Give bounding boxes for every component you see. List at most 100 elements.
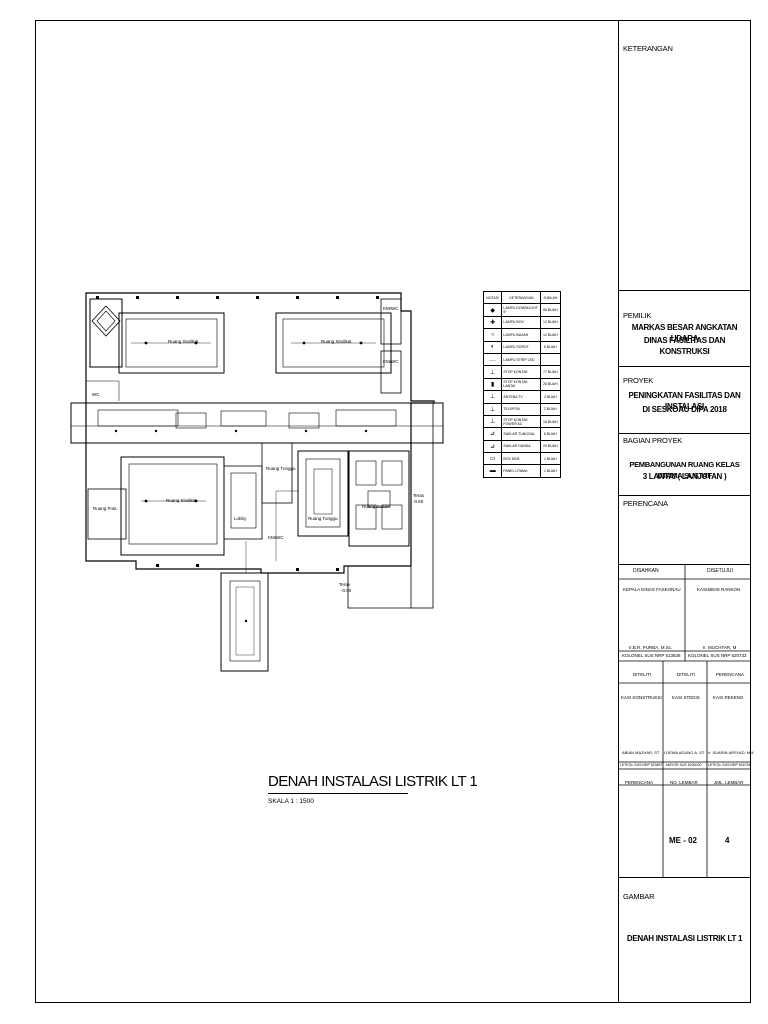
- legend-header: NOTASI KETERANGAN JUMLAH: [482, 290, 562, 305]
- perencana-col-label: PERENCANA: [625, 780, 654, 785]
- keterangan-label: KETERANGAN: [623, 44, 673, 53]
- legend-desc: BOX MCB: [501, 452, 541, 466]
- room-label: Ruang Tunggu: [308, 516, 338, 521]
- legend-qty: 1 BUAH: [539, 452, 562, 466]
- legend-symbol: ○: [482, 328, 503, 342]
- signer-name: Ir.B.R. PURBA, M.Sc.: [629, 645, 673, 650]
- perencana-section: PERENCANA: [619, 496, 750, 565]
- jml-lembar-label: JML. LEMBAR: [714, 780, 744, 785]
- kepala-label: KEPALA DINAS FASKONAU: [623, 587, 681, 592]
- pemilik-label: PEMILIK: [623, 311, 652, 320]
- proyek-line-2: DI SESKOAU DIPA 2018: [642, 405, 727, 414]
- drawing-title-underline: [268, 793, 408, 794]
- room-label: Teras: [339, 582, 351, 587]
- room-label: KM/WC: [268, 535, 284, 540]
- legend-qty: 86 BUAH: [539, 303, 562, 317]
- legend-header-cell: NOTASI: [482, 290, 503, 305]
- sheet-number-section: ME - 02 4: [619, 795, 750, 878]
- sheet-number-dividers: [662, 795, 708, 878]
- room-label: -0.60: [413, 499, 424, 504]
- room-label: Ruang Pola: [93, 506, 117, 511]
- legend-header-cell: KETERANGAN: [501, 290, 541, 305]
- legend-symbol: ◐: [482, 340, 503, 354]
- legend-qty: 12 BUAH: [539, 328, 562, 342]
- signer-rank: MAYOR SUS 5230000: [666, 763, 702, 767]
- proyek-line-1: PENINGKATAN FASILITAS DAN INSTALASI: [628, 391, 741, 411]
- legend-desc: SAKLAR TUNGGAL: [501, 427, 541, 441]
- room-label: KM/WC: [383, 359, 399, 364]
- legend-desc: ANTENA TV: [501, 390, 541, 404]
- room-label: Teras: [413, 493, 425, 498]
- bagian-proyek-line-2: 3 LANTAI ( LANJUTAN ): [642, 472, 727, 481]
- signer-rank: KOLONEL SUS NRP 520733: [688, 653, 747, 658]
- legend-qty: 77 BUAH: [539, 365, 562, 379]
- kasi-label: KASI STEDIS: [672, 695, 700, 700]
- legend-table: NOTASI KETERANGAN JUMLAH ◆LAMPU DOWNLIGH…: [482, 290, 562, 478]
- room-label: Ruang Sindikat: [166, 498, 197, 503]
- room-label: Ruang Dosen: [362, 504, 390, 509]
- legend-symbol: ▮: [482, 377, 503, 392]
- room-label: WC: [92, 392, 100, 397]
- perencana-label: PERENCANA: [623, 499, 668, 508]
- legend-symbol: ⊿: [482, 427, 503, 441]
- legend-desc: LAMPU STRIP LED: [501, 352, 541, 367]
- legend-qty: 6 BUAH: [539, 427, 562, 441]
- legend-qty: 12 BUAH: [539, 315, 562, 330]
- total-sheets: 4: [725, 836, 730, 845]
- kasi-label: KASI REKENG: [713, 695, 744, 700]
- pemilik-line-1: MARKAS BESAR ANGKATAN UDARA: [631, 323, 738, 343]
- legend-qty: 6 BUAH: [539, 340, 562, 354]
- room-label: Ruang Tunggu: [266, 466, 296, 471]
- diteliti-label: DITELITI: [677, 672, 696, 677]
- proyek-section: PROYEK PENINGKATAN FASILITAS DAN INSTALA…: [619, 367, 750, 434]
- legend-qty: 20 BUAH: [539, 439, 562, 454]
- legend-desc: LAMPU SOROT: [501, 340, 541, 354]
- legend-symbol: ⊥: [482, 402, 503, 416]
- legend-desc: LAMPU DOWNLIGHT 5": [501, 303, 541, 317]
- legend-desc: SAKLAR GANDA: [501, 439, 541, 454]
- room-label: -0.80: [341, 588, 352, 593]
- legend-desc: TELEPON: [501, 402, 541, 416]
- signer-rank: LETKOL SUS NRP 516734: [708, 763, 751, 767]
- gambar-title: DENAH INSTALASI LISTRIK LT 1: [626, 934, 743, 943]
- signer-name: Ir. MUCHTAR, M: [703, 645, 737, 650]
- no-lembar-label: NO. LEMBAR: [670, 780, 698, 785]
- legend-header-cell: JUMLAH: [539, 290, 562, 305]
- signer-name: ABIAN MAZHAR, ST: [622, 750, 660, 755]
- gambar-label: GAMBAR: [623, 892, 655, 901]
- bagian-proyek-label: BAGIAN PROYEK: [623, 436, 683, 445]
- legend-desc: STOP KONTAK LANTAI: [501, 377, 541, 392]
- room-label: KM/WC: [383, 306, 399, 311]
- legend-desc: LAMPU BASAH: [501, 328, 541, 342]
- keterangan-section: KETERANGAN: [619, 21, 750, 291]
- legend-desc: STOP KONTAK: [501, 365, 541, 379]
- legend-symbol: ⊥: [482, 414, 503, 429]
- legend-row: -----LAMPU STRIP LED: [482, 352, 562, 367]
- legend-desc: PANEL UTAMA: [501, 464, 541, 478]
- approval-grid: [619, 565, 750, 795]
- drawing-title: DENAH INSTALASI LISTRIK LT 1: [268, 773, 478, 790]
- kasubdis-label: KASUBDIS RANKON: [697, 587, 741, 592]
- legend-symbol: ⊥: [482, 365, 503, 379]
- legend-symbol: ✚: [482, 315, 503, 330]
- signer-name: I DEWA AGUNG A. ST: [664, 750, 705, 755]
- diteliti-label: DITELITI: [633, 672, 652, 677]
- legend-symbol: ⊥: [482, 390, 503, 404]
- legend-qty: 2 BUAH: [539, 402, 562, 416]
- drawing-area: Ruang Sindikat Ruang Sindikat Ruang Sind…: [36, 21, 618, 1002]
- legend-qty: [539, 352, 562, 367]
- room-label: Ruang Sindikat: [321, 339, 352, 344]
- pemilik-section: PEMILIK MARKAS BESAR ANGKATAN UDARA DINA…: [619, 291, 750, 367]
- proyek-label: PROYEK: [623, 376, 654, 385]
- legend-qty: 1 BUAH: [539, 464, 562, 478]
